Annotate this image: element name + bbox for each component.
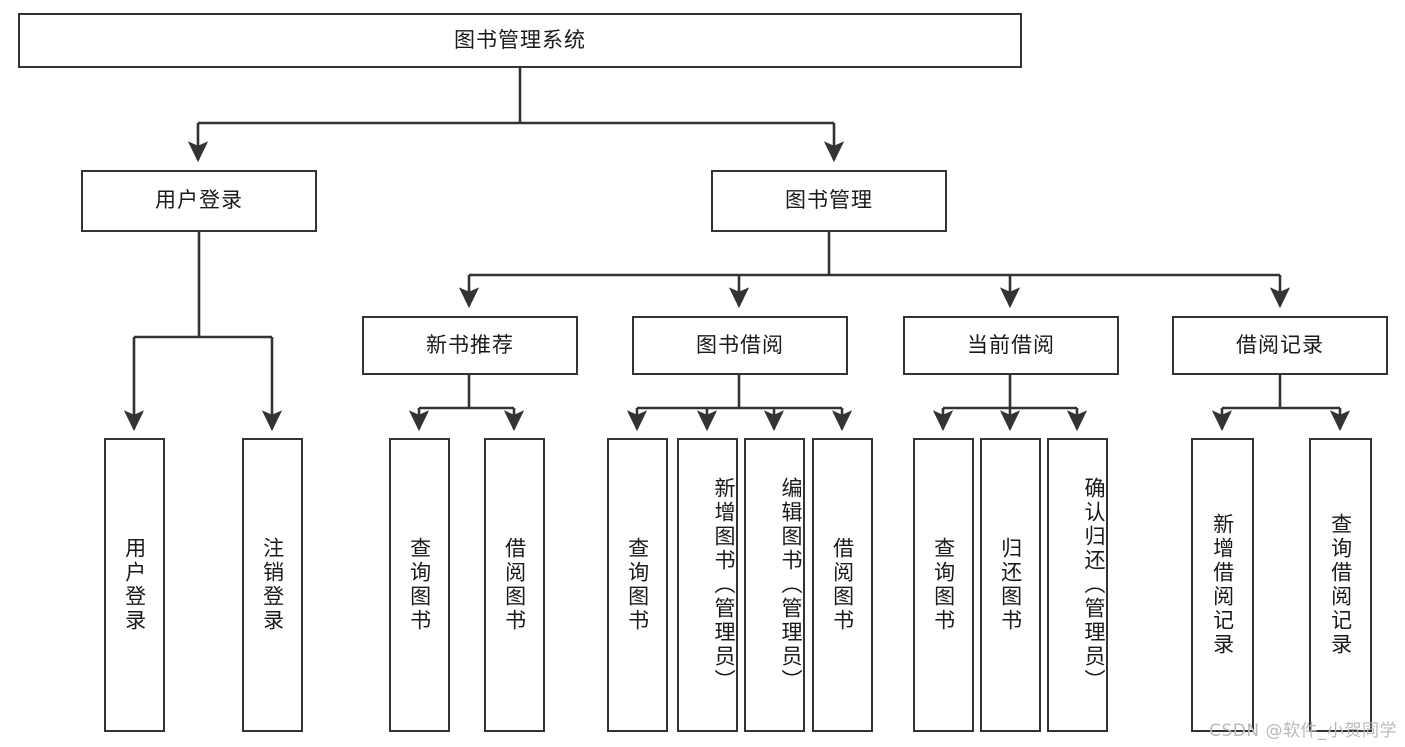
leaf-edit-book-admin[interactable]: 编辑图书（管理员） bbox=[744, 438, 805, 732]
leaf-add-book-admin[interactable]: 新增图书（管理员） bbox=[677, 438, 738, 732]
leaf-logout[interactable]: 注销登录 bbox=[242, 438, 303, 732]
node-borrow-record[interactable]: 借阅记录 bbox=[1172, 316, 1388, 375]
leaf-borrow-book-action[interactable]: 借阅图书 bbox=[812, 438, 873, 732]
node-user-login[interactable]: 用户登录 bbox=[81, 170, 317, 232]
leaf-add-borrow-record[interactable]: 新增借阅记录 bbox=[1191, 438, 1254, 732]
node-book-borrow[interactable]: 图书借阅 bbox=[632, 316, 848, 375]
node-new-book-recommend[interactable]: 新书推荐 bbox=[362, 316, 578, 375]
node-book-management[interactable]: 图书管理 bbox=[711, 170, 947, 232]
leaf-confirm-return-admin[interactable]: 确认归还（管理员） bbox=[1047, 438, 1108, 732]
leaf-borrow-book-new[interactable]: 借阅图书 bbox=[484, 438, 545, 732]
node-current-borrow[interactable]: 当前借阅 bbox=[903, 316, 1119, 375]
leaf-return-book[interactable]: 归还图书 bbox=[980, 438, 1041, 732]
leaf-query-borrow-record[interactable]: 查询借阅记录 bbox=[1309, 438, 1372, 732]
node-root[interactable]: 图书管理系统 bbox=[18, 13, 1022, 68]
leaf-user-login[interactable]: 用户登录 bbox=[104, 438, 165, 732]
leaf-query-book-current[interactable]: 查询图书 bbox=[913, 438, 974, 732]
csdn-watermark: CSDN @软件_小贺同学 bbox=[1209, 721, 1397, 741]
leaf-query-book-new[interactable]: 查询图书 bbox=[389, 438, 450, 732]
leaf-query-book-borrow[interactable]: 查询图书 bbox=[607, 438, 668, 732]
